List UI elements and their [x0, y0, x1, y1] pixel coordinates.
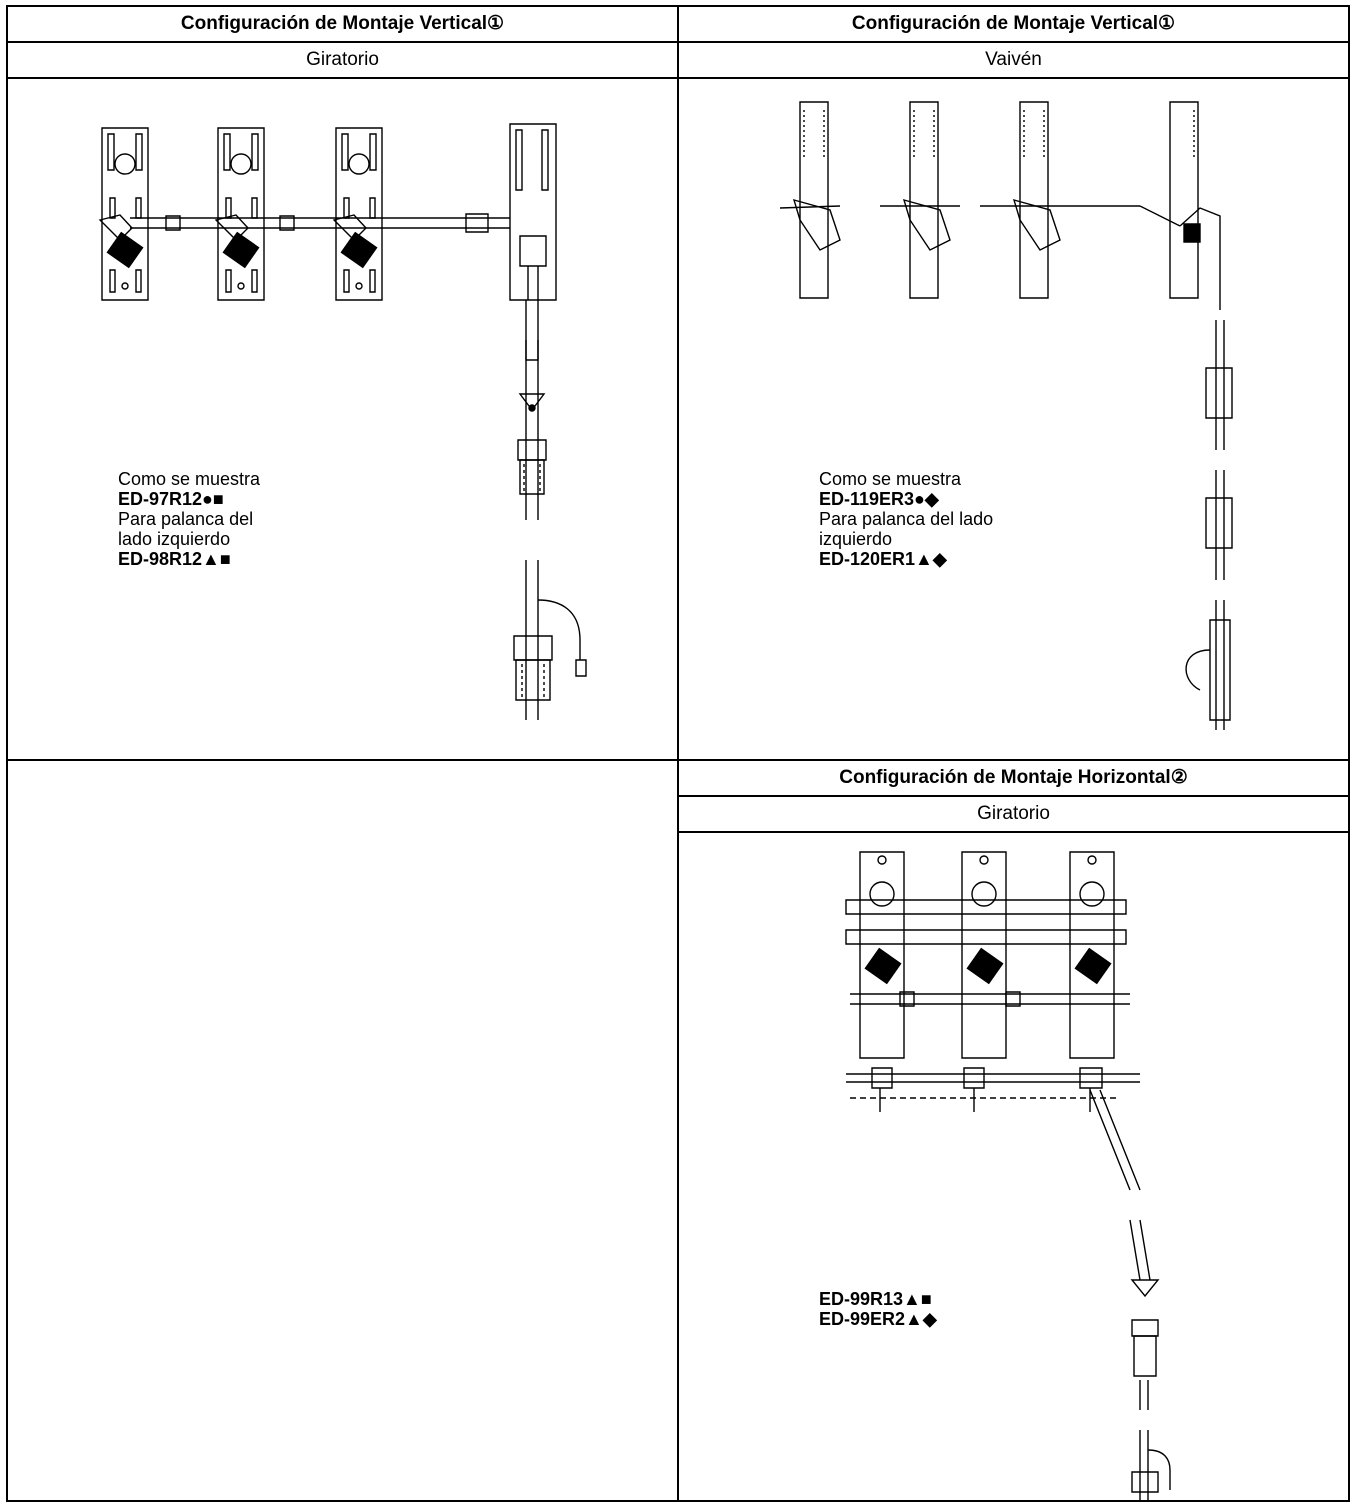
left-caption-code2: ED-98R12▲■ — [118, 549, 231, 569]
left-caption-line2: Para palanca del — [118, 509, 254, 529]
table-right-border — [1348, 5, 1350, 1502]
table-left-border — [6, 5, 8, 1502]
right-caption-line3: izquierdo — [819, 529, 893, 549]
left-caption-line1: Como se muestra — [118, 469, 261, 489]
horizontal-caption-code1: ED-99R13▲■ — [819, 1289, 932, 1309]
horizontal-header: Configuración de Montaje Horizontal② — [839, 767, 1188, 788]
horizontal-rotary-drawing — [840, 850, 1180, 1500]
bracket-3 — [334, 128, 382, 300]
horizontal-subheader: Giratorio — [977, 803, 1050, 824]
vertical-reciprocating-drawing — [780, 100, 1240, 740]
horizontal-caption: ED-99R13▲■ ED-99ER2▲◆ — [819, 1289, 937, 1329]
vertical-rotary-drawing — [90, 120, 570, 740]
left-caption-line3: lado izquierdo — [118, 529, 231, 549]
right-caption-line2: Para palanca del lado — [819, 509, 994, 529]
row-divider-4 — [678, 795, 1350, 797]
right-caption-code1: ED-119ER3●◆ — [819, 489, 939, 509]
right-caption-line1: Como se muestra — [819, 469, 962, 489]
left-header: Configuración de Montaje Vertical① — [180, 13, 505, 34]
bracket-1 — [100, 128, 148, 300]
left-caption: Como se muestra ED-97R12●■ Para palanca … — [118, 469, 260, 569]
right-caption-code2: ED-120ER1▲◆ — [819, 549, 947, 569]
right-header: Configuración de Montaje Vertical① — [851, 13, 1176, 34]
row-divider-5 — [678, 831, 1350, 833]
right-caption: Como se muestra ED-119ER3●◆ Para palanca… — [819, 469, 993, 569]
left-caption-code1: ED-97R12●■ — [118, 489, 224, 509]
right-subheader: Vaivén — [985, 49, 1042, 70]
horizontal-caption-code2: ED-99ER2▲◆ — [819, 1309, 937, 1329]
left-subheader: Giratorio — [306, 49, 379, 70]
bracket-2 — [216, 128, 264, 300]
column-divider — [677, 5, 679, 1502]
